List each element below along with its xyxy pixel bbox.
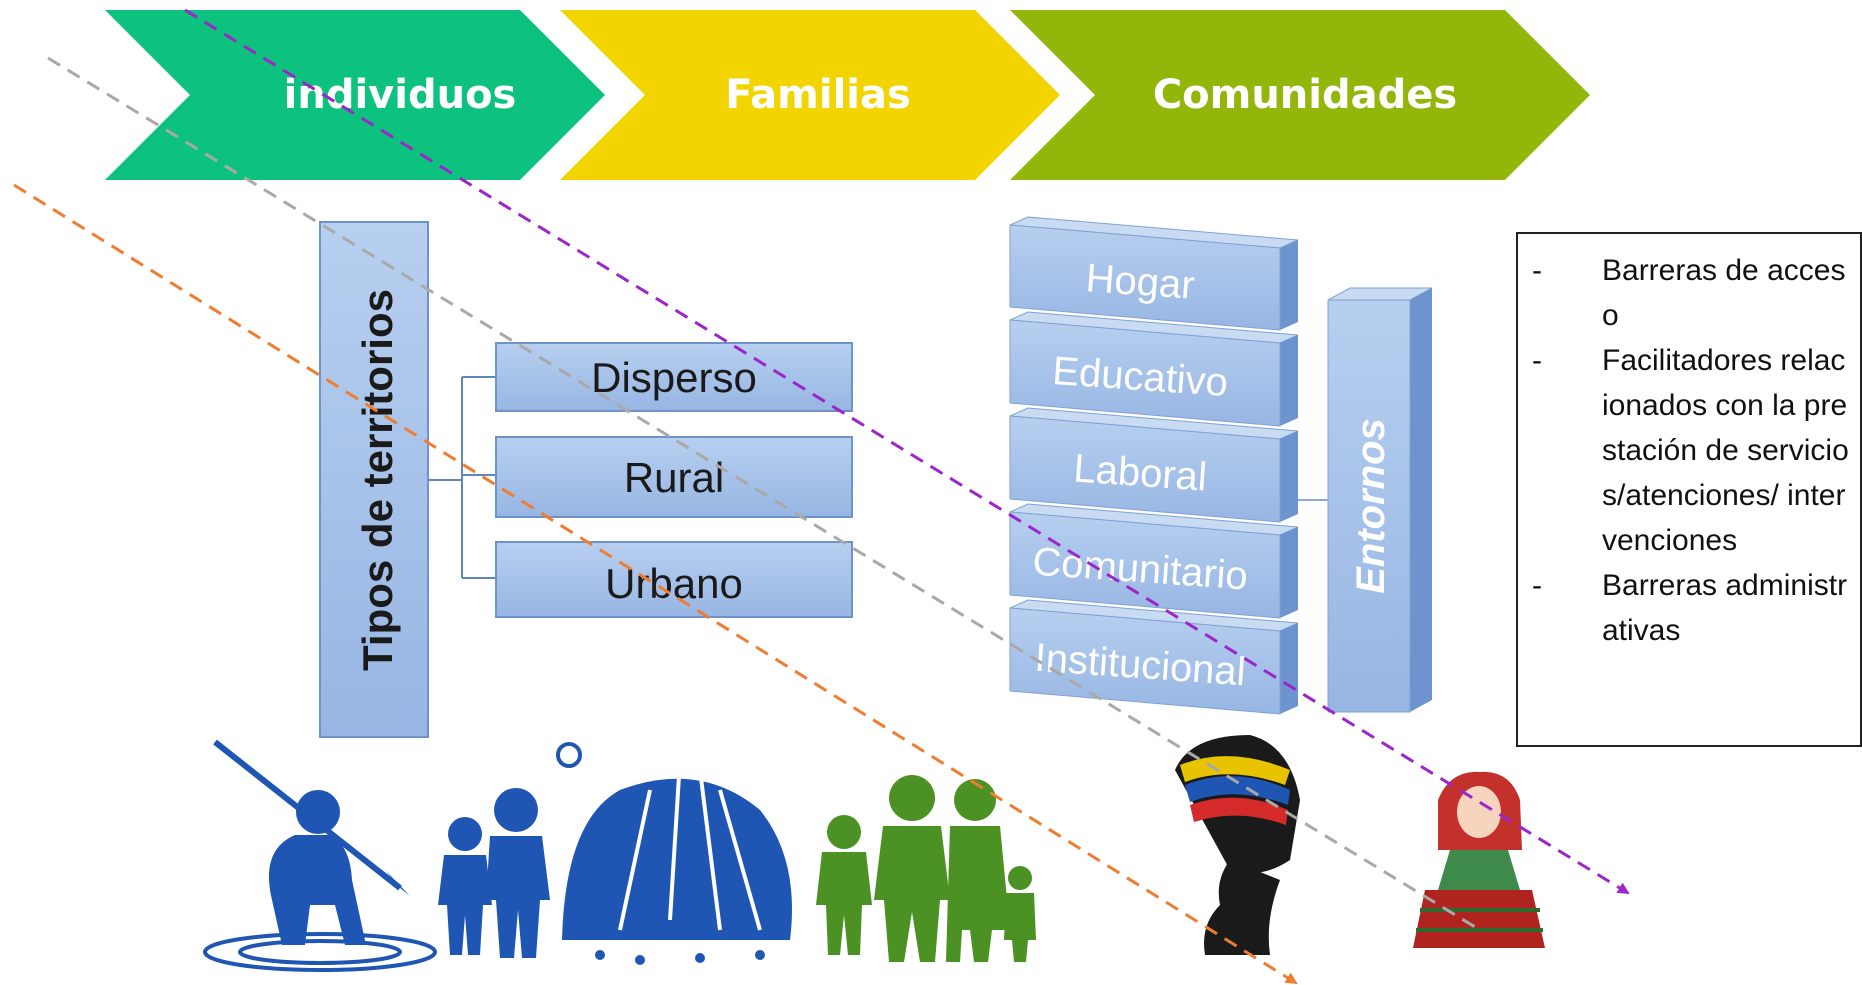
entorno-box-comunitario: Comunitario xyxy=(1009,503,1299,619)
notes-dash: - xyxy=(1532,569,1542,602)
chevron-individuos: individuos xyxy=(105,10,605,180)
chevron-label-familias: Familias xyxy=(725,72,911,118)
notes-list: - Barreras de acceso - Facilitadores rel… xyxy=(1532,248,1852,653)
entornos-title: Entornos xyxy=(1349,418,1393,594)
entornos-title-box: Entornos xyxy=(1327,287,1433,713)
notes-item-barreras-acceso: - Barreras de acceso xyxy=(1532,248,1852,338)
territorios-title: Tipos de territorios xyxy=(354,289,401,671)
notes-text: Facilitadores relacionados con la presta… xyxy=(1602,344,1849,557)
territorio-box-rural xyxy=(495,436,853,518)
notes-item-barreras-administrativas: - Barreras administrativas xyxy=(1532,563,1852,653)
territorio-box-urbano xyxy=(495,541,853,618)
territorio-box-disperso xyxy=(495,342,853,412)
indigenous-family-hut-icon xyxy=(438,742,792,965)
entorno-box-hogar: Hogar xyxy=(1009,216,1299,331)
notes-text: Barreras de acceso xyxy=(1602,254,1846,332)
afro-woman-headwrap-icon xyxy=(1175,735,1300,955)
gypsy-woman-icon xyxy=(1413,771,1545,948)
chevron-label-individuos: individuos xyxy=(284,72,517,118)
notes-text: Barreras administrativas xyxy=(1602,569,1848,647)
notes-dash: - xyxy=(1532,344,1542,377)
indigenous-fisherman-icon xyxy=(203,739,437,972)
chevron-familias: Familias xyxy=(560,10,1060,180)
gray-dashed-line xyxy=(47,56,1481,932)
entornos-group: Hogar Educativo Laboral Comunitario xyxy=(1009,216,1433,715)
entorno-label-hogar: Hogar xyxy=(1084,256,1196,307)
family-icon xyxy=(816,775,1036,962)
entorno-label-laboral: Laboral xyxy=(1072,446,1208,499)
entorno-box-institucional: Institucional xyxy=(1009,599,1299,715)
territorio-label-disperso: Disperso xyxy=(591,354,757,401)
chevron-label-comunidades: Comunidades xyxy=(1153,72,1457,118)
notes-box: - Barreras de acceso - Facilitadores rel… xyxy=(1516,232,1862,747)
territorios-connector xyxy=(428,376,496,579)
chevron-comunidades: Comunidades xyxy=(1010,10,1590,180)
notes-item-facilitadores: - Facilitadores relacionados con la pres… xyxy=(1532,338,1852,563)
entorno-box-educativo: Educativo xyxy=(1009,311,1299,427)
territorio-label-rural: Rural xyxy=(624,454,724,501)
entorno-box-laboral: Laboral xyxy=(1009,407,1299,523)
notes-dash: - xyxy=(1532,254,1542,287)
purple-dashed-arrow xyxy=(184,8,1630,895)
territorios-group: Tipos de territorios Disperso Rural Urba… xyxy=(319,221,853,738)
